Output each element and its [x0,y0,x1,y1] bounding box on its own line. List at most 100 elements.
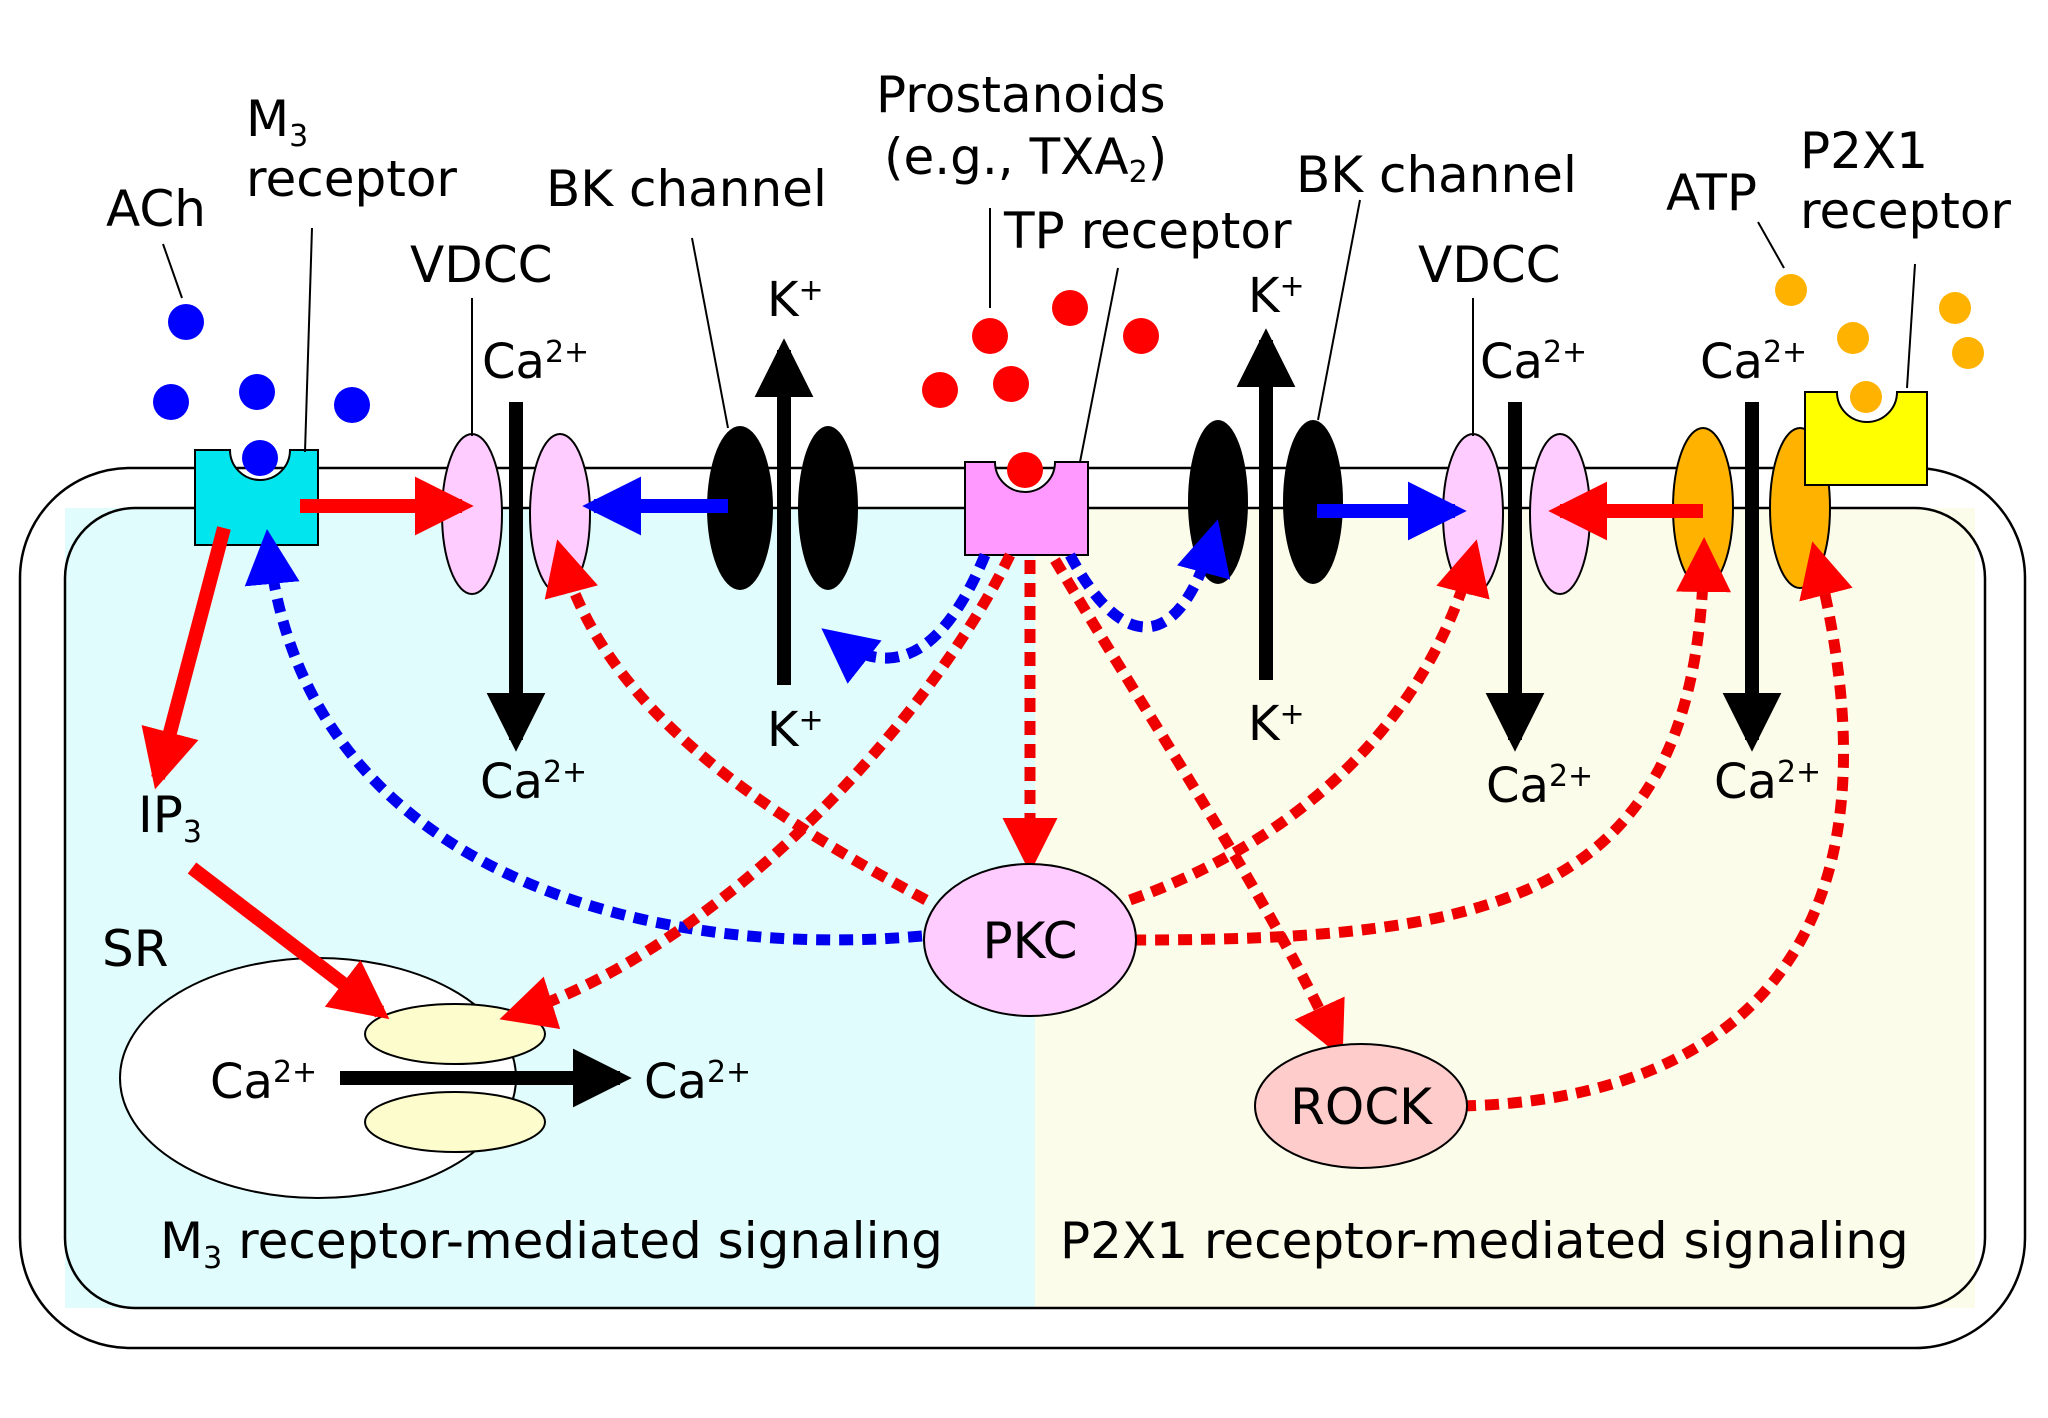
k-ion-text: K [767,702,800,758]
ca-ion-text: Ca [1486,758,1549,814]
bk-right-leader [1317,199,1361,421]
ca-ion-label: Ca2+ [482,334,589,390]
txa-label-main: (e.g., TXA [884,128,1129,186]
pkc-to-p2x1-arrow [1131,537,1731,946]
pkc-to-vdcc-left-arrow [544,539,929,905]
ca-ion-label: Ca2+ [480,754,587,810]
ach-ligand [153,384,189,420]
ca-ion-charge: 2+ [1549,759,1593,794]
ca-ion-text: Ca [480,754,543,810]
prostanoid-ligand [1123,318,1159,354]
ca-ion-text: Ca [1480,334,1543,390]
ca-ion-charge: 2+ [545,335,589,370]
k-ion-text: K [1248,268,1281,324]
bk-right-subunit-a [1188,420,1248,584]
m3-label: M3 [246,90,308,154]
ca-ion-text: Ca [482,334,545,390]
vdcc-left-subunit-b [529,433,591,595]
k-ion-text: K [1248,696,1281,752]
tp-to-bk-left-inhibit-arrow [821,552,991,684]
tp-receptor [964,461,1089,556]
atp-label: ATP [1666,164,1757,222]
pkc-node [923,863,1137,1017]
ca-ion-label: Ca2+ [1486,758,1593,814]
k-ion-label: K+ [767,272,824,328]
bk-left-subunit-b [798,426,858,590]
ach-ligand [334,387,370,423]
ip3-label-main: IP [138,786,183,844]
k-ion-label: K+ [767,702,824,758]
k-ion-charge: + [798,273,823,308]
ip3-to-sr-arrow [187,862,390,1020]
k-ion-label: K+ [1248,268,1305,324]
k-ion-label: K+ [1248,696,1305,752]
ca-ion-charge: 2+ [543,755,587,790]
txa-label: (e.g., TXA2) [884,128,1167,190]
prostanoids-label: Prostanoids [876,66,1166,124]
prostanoid-ligand [972,318,1008,354]
atp-ligand [1775,274,1807,306]
ca-ion-label: Ca2+ [1700,334,1807,390]
p2x1-signaling-region [1035,508,1975,1308]
txa-label-sub: 2 [1129,155,1148,190]
ach-ligand-bound [242,440,278,476]
vdcc-left-label: VDCC [410,236,553,294]
bk-right-subunit-b [1283,420,1343,584]
k-ion-text: K [767,272,800,328]
m3-signaling-region [65,508,1085,1308]
ach-label: ACh [106,180,206,238]
m3-region-label-rest: receptor-mediated signaling [222,1212,943,1270]
tp-to-sr-arrow [499,552,1015,1030]
rock-label: ROCK [1290,1078,1433,1136]
pkc-to-m3-inhibit-arrow [244,529,923,946]
p2x1-receptor [1804,391,1928,486]
ca-ion-charge: 2+ [707,1055,751,1090]
m3-region-label: M3 receptor-mediated signaling [160,1212,943,1276]
pkc-label: PKC [982,912,1077,970]
ca-ion-charge: 2+ [1543,335,1587,370]
m3-to-ip3-arrow [141,526,231,790]
m3-label-sub: 3 [289,119,308,154]
atp-ligand [1952,337,1984,369]
p2x1-label: P2X1 [1800,122,1928,180]
ca-ion-text: Ca [210,1054,273,1110]
k-ion-charge: + [1279,269,1304,304]
atp-ligand [1939,292,1971,324]
tp-to-bk-right-inhibit-arrow [1065,519,1231,633]
prostanoid-ligand-bound [1007,452,1043,488]
atp-ligand [1837,322,1869,354]
k-ion-charge: + [1279,697,1304,732]
atp-leader [1757,221,1785,269]
pkc-to-vdcc-right-arrow [1128,539,1490,906]
ca-ion-charge: 2+ [273,1055,317,1090]
prostanoid-ligand [993,366,1029,402]
ach-ligand [168,304,204,340]
vdcc-right-label: VDCC [1418,236,1561,294]
bk-right-label: BK channel [1296,146,1577,204]
ca-ion-label: Ca2+ [1480,334,1587,390]
ip3-receptor-upper [364,1003,546,1065]
prostanoid-ligand [1052,290,1088,326]
ca-ion-text: Ca [644,1054,707,1110]
p2x1-leader [1906,263,1916,389]
ip3-label-sub: 3 [183,815,202,850]
tp-leader [1079,267,1119,463]
ca-ion-charge: 2+ [1777,755,1821,790]
bk-left-subunit-a [707,426,773,590]
tp-receptor-label: TP receptor [1003,202,1292,260]
ca-ion-text: Ca [1700,334,1763,390]
bk-left-label: BK channel [546,160,827,218]
bk-left-leader [691,237,729,429]
ach-leader [162,243,183,299]
ca-ion-charge: 2+ [1763,335,1807,370]
ca-ion-label: Ca2+ [1714,754,1821,810]
vdcc-left-subunit-a [441,433,503,595]
tp-to-rock-arrow [1050,557,1345,1058]
rock-to-p2x1-arrow [1461,541,1853,1112]
k-ion-charge: + [798,703,823,738]
p2x1-receptor-label: receptor [1800,182,2011,240]
ach-ligand [239,374,275,410]
atp-ligand-bound [1850,381,1882,413]
sr-label: SR [102,920,168,978]
